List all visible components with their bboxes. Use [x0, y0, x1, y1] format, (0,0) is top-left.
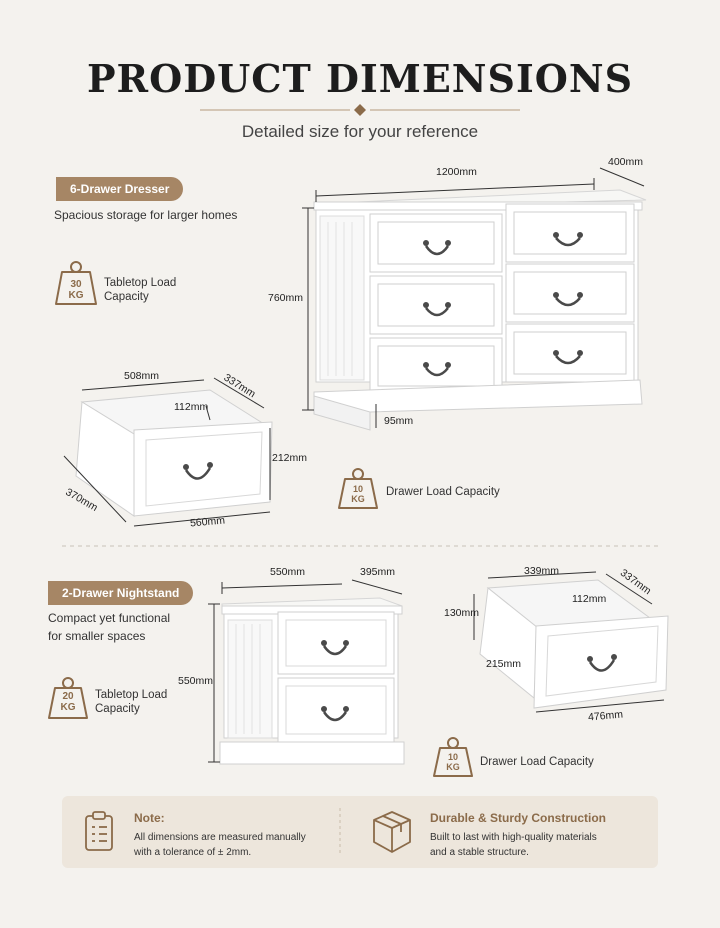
nightstand-drawer-weight: 10 KG — [439, 752, 467, 772]
weight-value: 20 — [62, 691, 74, 702]
ns-drawer-top-depth: 337mm — [617, 566, 654, 598]
durable-text: Built to last with high-quality material… — [430, 830, 597, 860]
dresser-drawer — [369, 337, 503, 395]
drawer-front-height: 212mm — [272, 452, 308, 464]
weight-unit: KG — [446, 762, 460, 772]
nightstand-drawer — [277, 611, 395, 675]
nightstand-tabletop-label: Tabletop Load Capacity — [95, 688, 167, 716]
dresser-drawer — [369, 275, 503, 335]
durable-line: and a stable structure. — [430, 847, 529, 858]
drawer-front-width: 560mm — [189, 514, 226, 530]
dresser-base-label: 95mm — [384, 415, 414, 427]
nightstand-width-label: 550mm — [270, 566, 306, 578]
dresser-drawer — [369, 213, 503, 273]
ns-drawer-front-height: 215mm — [486, 658, 522, 670]
dresser-drawer — [505, 263, 635, 323]
dresser-height-label: 760mm — [268, 292, 304, 304]
dresser-drawer — [505, 323, 635, 383]
drawer-side-depth: 370mm — [63, 486, 100, 514]
weight-value: 30 — [70, 279, 82, 290]
note-line: with a tolerance of ± 2mm. — [134, 847, 252, 858]
note-text: All dimensions are measured manually wit… — [134, 830, 306, 860]
nightstand-drawer — [277, 677, 395, 743]
dresser-drawer-load-label: Drawer Load Capacity — [386, 486, 500, 498]
nightstand-drawer-load-label: Drawer Load Capacity — [480, 756, 594, 768]
drawer-inner-height: 112mm — [174, 401, 209, 413]
nightstand-depth-label: 395mm — [360, 566, 396, 578]
nightstand-tabletop-weight: 20 KG — [54, 691, 82, 713]
durable-line: Built to last with high-quality material… — [430, 832, 597, 843]
dresser-tabletop-label: Tabletop Load Capacity — [104, 276, 176, 304]
dresser-tabletop-weight: 30 KG — [62, 279, 90, 301]
note-title: Note: — [134, 811, 165, 825]
durable-title: Durable & Sturdy Construction — [430, 811, 607, 825]
dresser-width-label: 1200mm — [436, 166, 477, 178]
label-line: Capacity — [104, 291, 149, 303]
description-line: Compact yet functional — [48, 611, 171, 625]
drawer-top-width: 508mm — [124, 370, 160, 382]
dresser-tag: 6-Drawer Dresser — [56, 177, 184, 201]
ns-drawer-side-height: 130mm — [444, 607, 480, 619]
note-line: All dimensions are measured manually — [134, 832, 306, 843]
dresser-drawer-weight: 10 KG — [344, 484, 372, 504]
weight-value: 10 — [352, 484, 363, 494]
label-line: Capacity — [95, 703, 140, 715]
dresser-depth-label: 400mm — [608, 156, 644, 168]
weight-unit: KG — [351, 494, 365, 504]
label-line: Tabletop Load — [95, 689, 168, 701]
drawer-top-depth: 337mm — [221, 371, 258, 401]
dresser-description: Spacious storage for larger homes — [54, 208, 238, 222]
weight-value: 10 — [447, 752, 458, 762]
ns-drawer-top-width: 339mm — [524, 565, 560, 577]
nightstand-tag: 2-Drawer Nightstand — [48, 581, 194, 605]
ns-drawer-front-width: 476mm — [587, 708, 624, 724]
ns-drawer-inner-height: 112mm — [572, 593, 607, 605]
dresser-drawer — [505, 203, 635, 263]
page-subtitle: Detailed size for your reference — [241, 122, 479, 141]
nightstand-height-label: 550mm — [178, 675, 214, 687]
label-line: Tabletop Load — [104, 277, 177, 289]
weight-unit: KG — [60, 702, 76, 713]
notes-panel — [62, 796, 658, 868]
nightstand-description: Compact yet functional for smaller space… — [48, 609, 170, 645]
description-line: for smaller spaces — [48, 629, 146, 643]
weight-unit: KG — [68, 290, 84, 301]
page-title: PRODUCT DIMENSIONS — [86, 56, 634, 101]
